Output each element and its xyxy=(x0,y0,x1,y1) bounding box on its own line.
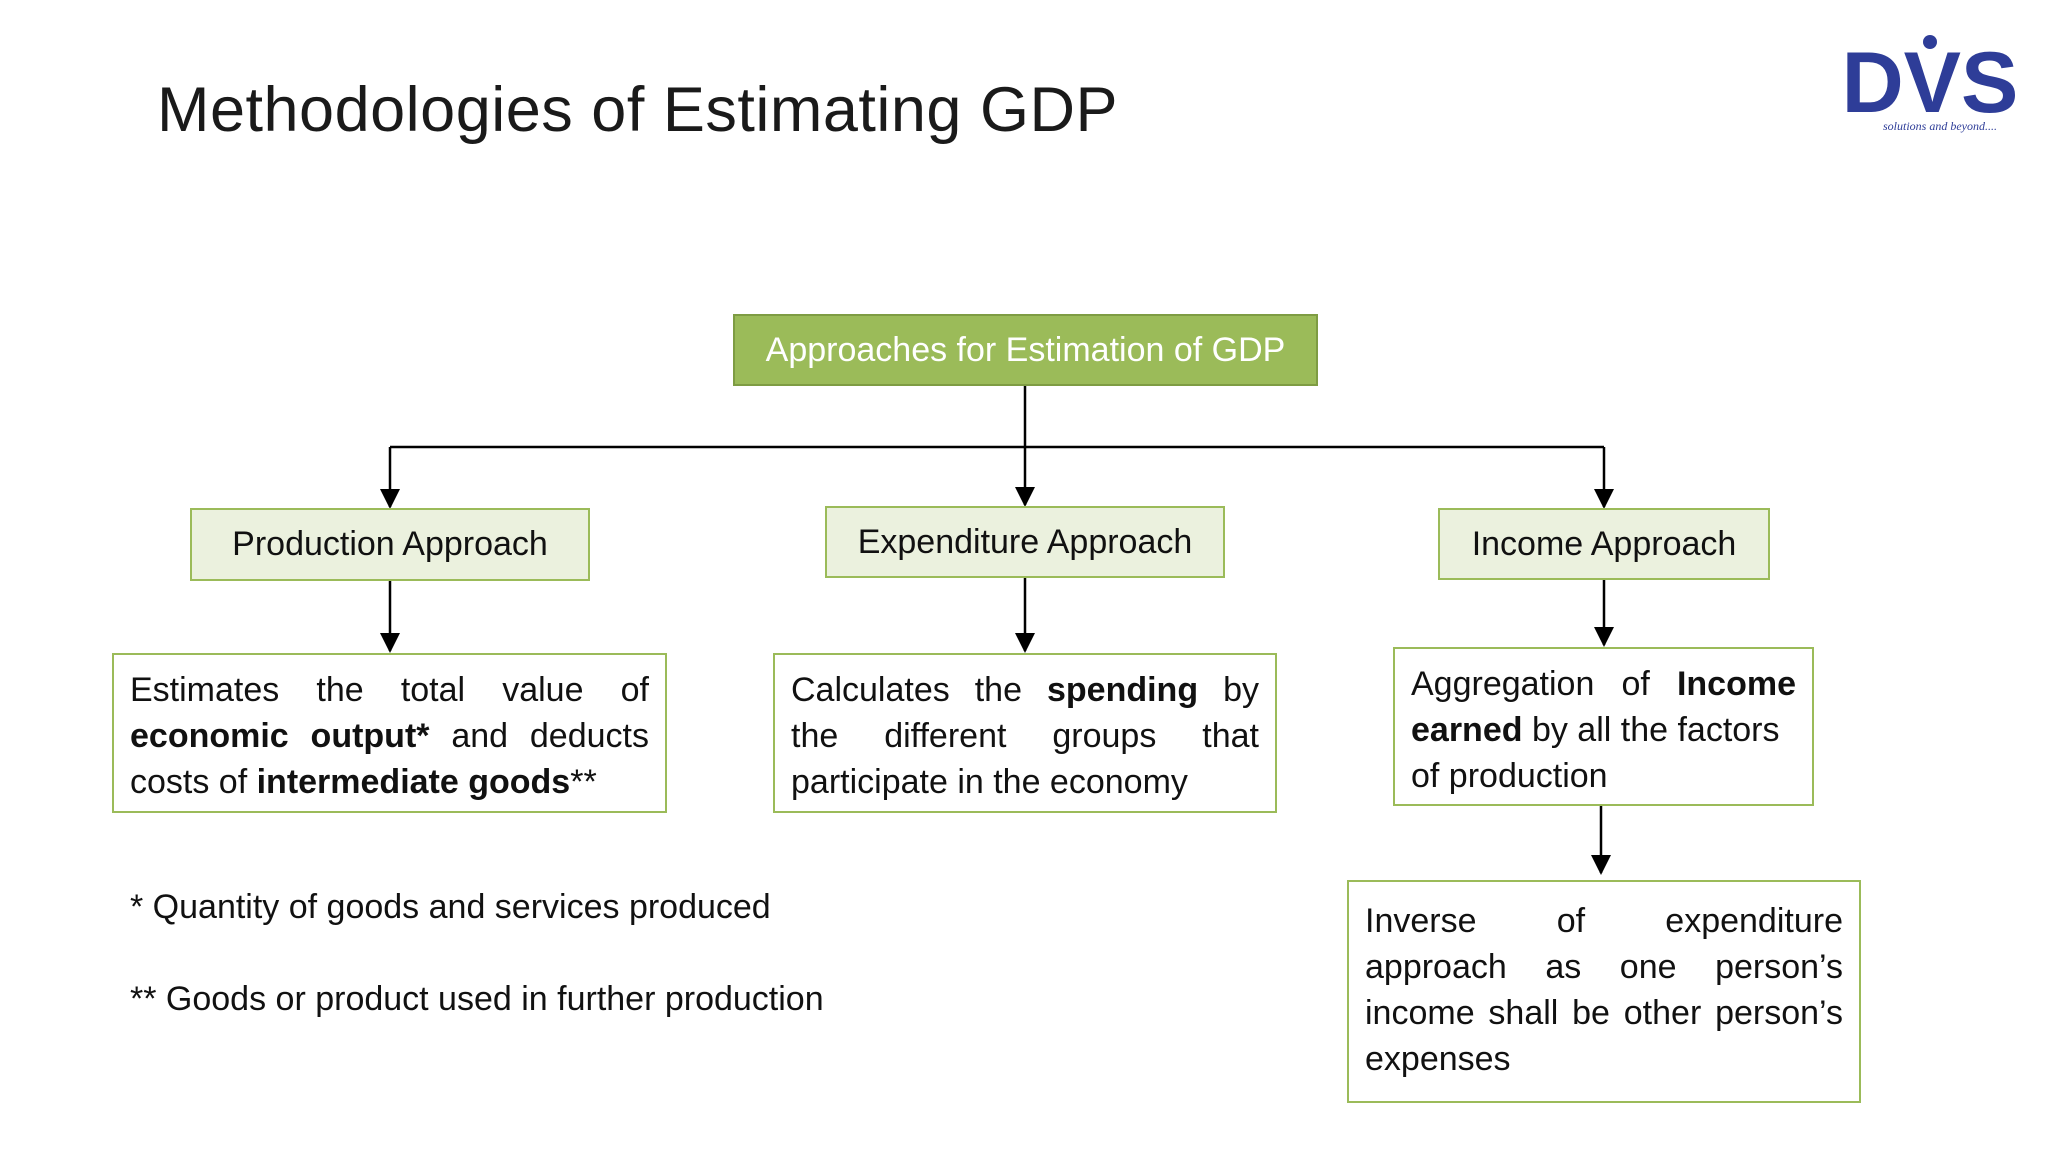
description-word: Aggregation xyxy=(1411,665,1595,703)
description-word: by xyxy=(1223,671,1259,709)
description-word: person’s xyxy=(1715,994,1843,1032)
description-word: as xyxy=(1545,948,1582,986)
description-line: economic output* and deducts xyxy=(130,713,649,759)
description-word: deducts xyxy=(529,717,649,755)
description-word: different xyxy=(884,717,1007,755)
description-line: participate in the economy xyxy=(791,759,1259,805)
description-line: Aggregation of Income xyxy=(1411,661,1796,707)
description-word: value xyxy=(502,671,584,709)
description-line: of production xyxy=(1411,753,1796,799)
logo-tagline: solutions and beyond.... xyxy=(1883,119,1997,133)
description-word: economic xyxy=(130,717,289,755)
dvs-logo: DVS solutions and beyond.... xyxy=(1842,35,2019,133)
description-line: earned by all the factors xyxy=(1411,707,1796,753)
description-word: one xyxy=(1619,948,1677,986)
description-word: the xyxy=(316,671,364,709)
description-line: costs of intermediate goods** xyxy=(130,759,649,805)
description-word: earned xyxy=(1411,711,1523,749)
footnote-intermediate: ** Goods or product used in further prod… xyxy=(130,980,824,1018)
description-line: Calculates the spending by xyxy=(791,667,1259,713)
description-word: by all the factors xyxy=(1522,711,1780,749)
expenditure-approach-node: Expenditure Approach xyxy=(825,506,1225,578)
description-word: Calculates xyxy=(791,671,950,709)
description-word: Income xyxy=(1676,665,1796,703)
description-word: participate in the economy xyxy=(791,763,1188,801)
description-line: Inverse of expenditure xyxy=(1365,898,1843,944)
income-description: Aggregation of Income earned by all the fac… xyxy=(1393,647,1814,806)
description-word: spending xyxy=(1046,671,1199,709)
description-word: person’s xyxy=(1715,948,1843,986)
description-word: ** xyxy=(570,763,597,801)
description-word: Estimates xyxy=(130,671,280,709)
description-word: total xyxy=(400,671,466,709)
footnote-output: * Quantity of goods and services produce… xyxy=(130,888,771,926)
description-word: output* xyxy=(310,717,430,755)
logo-dot xyxy=(1923,35,1937,49)
page-title: Methodologies of Estimating GDP xyxy=(157,75,1118,145)
description-word: of xyxy=(1556,902,1586,940)
description-line: the different groups that xyxy=(791,713,1259,759)
description-word: and xyxy=(451,717,509,755)
description-word: expenses xyxy=(1365,1040,1511,1078)
description-word: shall xyxy=(1488,994,1559,1032)
description-word: Inverse xyxy=(1365,902,1477,940)
description-word: other xyxy=(1623,994,1702,1032)
logo-text: DVS xyxy=(1842,35,2019,131)
description-word: of xyxy=(620,671,649,709)
description-word: that xyxy=(1202,717,1259,755)
description-word: be xyxy=(1572,994,1610,1032)
root-node: Approaches for Estimation of GDP xyxy=(733,314,1318,386)
description-word: approach xyxy=(1365,948,1507,986)
description-word: of production xyxy=(1411,757,1608,795)
description-word: the xyxy=(791,717,839,755)
expenditure-description: Calculates the spending by the different group… xyxy=(773,653,1277,813)
description-word: expenditure xyxy=(1665,902,1843,940)
income-approach-node: Income Approach xyxy=(1438,508,1770,580)
description-word: income xyxy=(1365,994,1475,1032)
description-word: costs of xyxy=(130,763,257,801)
description-word: intermediate goods xyxy=(256,763,571,801)
description-word: the xyxy=(974,671,1022,709)
description-line: expenses xyxy=(1365,1036,1843,1082)
description-word: groups xyxy=(1052,717,1157,755)
production-approach-node: Production Approach xyxy=(190,508,590,581)
description-word: of xyxy=(1621,665,1650,703)
